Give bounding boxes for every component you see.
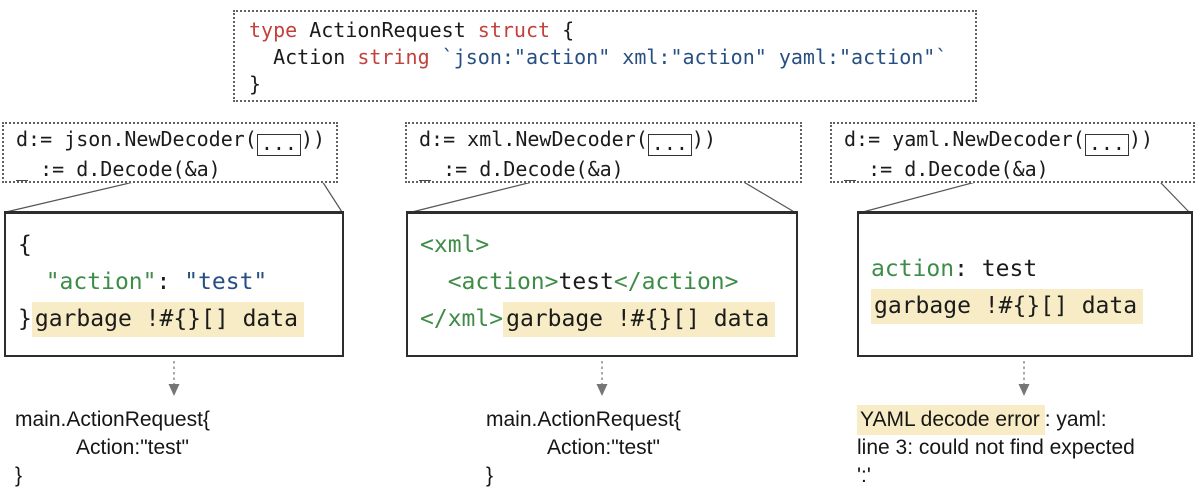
struct-code-line-1: type ActionRequest struct { [249,17,961,44]
yaml-payload-line-1: action: test [871,251,1179,288]
yaml-payload-line-2: garbage !#{}[] data [871,288,1179,325]
error-text: : yaml: [1044,408,1107,431]
xml-payload-line-1: <xml> [420,227,784,264]
indent [420,269,448,295]
xml-decoder-call: d:= xml.NewDecoder( [419,127,648,151]
result-line: ':' [857,464,871,487]
yaml-decoder-line-2: _ := d.Decode(&a) [844,156,1181,183]
json-payload-line-1: { [18,227,330,264]
ellipsis-placeholder-box: ... [256,133,301,156]
yaml-flow-arrow [1018,361,1030,396]
keyword-string: string [357,45,430,69]
close-brace: } [18,306,32,332]
result-line: } [15,464,23,487]
garbage-highlight: garbage !#{}[] data [871,289,1144,324]
json-decoder-call: d:= json.NewDecoder( [16,127,257,151]
ellipsis-placeholder-box: ... [1084,133,1129,156]
json-value: "test" [184,269,268,295]
close-parens: )) [691,127,716,151]
xml-decoder-line-1: d:= xml.NewDecoder(...)) [419,126,788,156]
struct-name: ActionRequest [297,18,478,42]
field-name: Action [249,45,358,69]
xml-text: test [558,269,614,295]
indent [18,269,46,295]
close-brace: } [249,72,262,96]
open-brace: { [550,18,575,42]
xml-payload-line-3: </xml>garbage !#{}[] data [420,301,784,338]
xml-close-tag: </action> [613,269,739,295]
result-line: Action:"test" [547,436,660,459]
close-parens: )) [300,127,326,151]
json-payload-line-2: "action": "test" [18,264,330,301]
result-line: main.ActionRequest{ [15,408,210,431]
json-flow-arrow [168,361,180,396]
separator: : [156,269,185,295]
garbage-highlight: garbage !#{}[] data [31,302,304,337]
result-line: line 3: could not find expected [857,436,1135,459]
keyword-type: type [249,18,298,42]
xml-root-close-tag: </xml> [420,306,504,332]
xml-flow-arrow [596,361,608,396]
json-result: main.ActionRequest{ Action:"test" } [15,406,210,490]
yaml-error-highlight: YAML decode error [857,405,1045,435]
xml-decoder-line-2: _ := d.Decode(&a) [419,156,788,183]
result-line: Action:"test" [76,436,189,459]
yaml-value: : test [954,256,1038,282]
result-line: main.ActionRequest{ [486,408,681,431]
garbage-highlight: garbage !#{}[] data [503,302,776,337]
json-payload-box: { "action": "test" }garbage !#{}[] data [4,211,344,357]
json-key: "action" [45,269,157,295]
yaml-decoder-box: d:= yaml.NewDecoder(...)) _ := d.Decode(… [830,122,1195,183]
json-decoder-line-1: d:= json.NewDecoder(...)) [16,126,326,156]
yaml-error-result: YAML decode error: yaml: line 3: could n… [857,405,1200,490]
json-decoder-line-2: _ := d.Decode(&a) [16,156,324,183]
struct-definition-box: type ActionRequest struct { Action strin… [233,10,977,102]
xml-result: main.ActionRequest{ Action:"test" } [486,406,681,490]
xml-payload-line-2: <action>test</action> [420,264,784,301]
json-payload-line-3: }garbage !#{}[] data [18,301,330,338]
xml-decoder-box: d:= xml.NewDecoder(...)) _ := d.Decode(&… [405,122,802,183]
result-line: } [486,464,494,487]
xml-root-tag: <xml> [420,232,490,258]
close-parens: )) [1128,127,1154,151]
yaml-key: action [871,256,955,282]
xml-payload-box: <xml> <action>test</action> </xml>garbag… [406,211,798,357]
xml-open-tag: <action> [447,269,559,295]
keyword-struct: struct [477,18,551,42]
struct-code-line-3: } [249,71,961,98]
yaml-payload-box: action: test garbage !#{}[] data [857,211,1193,357]
struct-tag-literal: `json:"action" xml:"action" yaml:"action… [429,45,948,69]
decode-call: _ := d.Decode(&a) [419,157,624,181]
struct-code-line-2: Action string `json:"action" xml:"action… [249,44,961,71]
open-brace: { [18,232,32,258]
ellipsis-placeholder-box: ... [647,133,692,156]
json-decoder-box: d:= json.NewDecoder(...)) _ := d.Decode(… [2,122,338,183]
decode-call: _ := d.Decode(&a) [16,157,221,181]
yaml-decoder-line-1: d:= yaml.NewDecoder(...)) [844,126,1181,156]
yaml-decoder-call: d:= yaml.NewDecoder( [844,127,1085,151]
result-line: YAML decode error: yaml: [857,405,1200,435]
decode-call: _ := d.Decode(&a) [844,157,1049,181]
